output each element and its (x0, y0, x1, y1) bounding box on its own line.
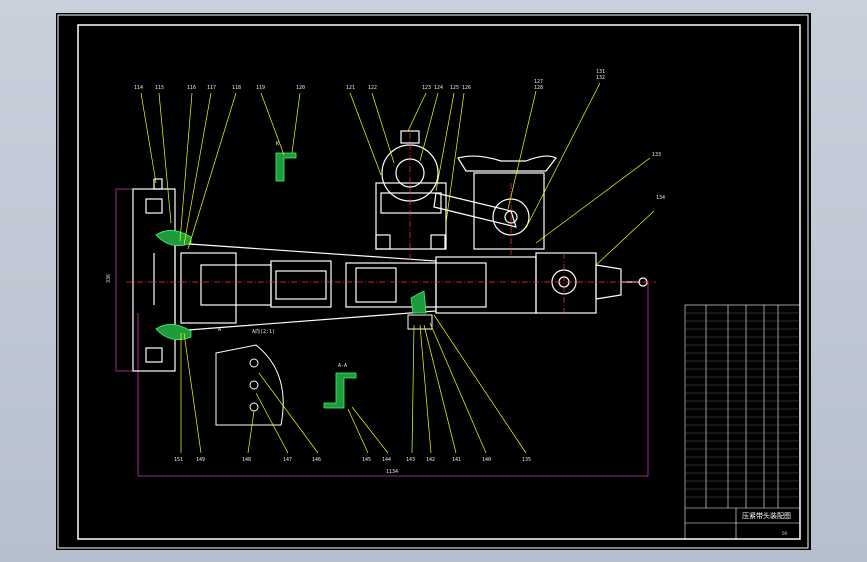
dim-label-vertical: 336 (106, 274, 112, 283)
svg-text:121: 121 (346, 85, 355, 91)
svg-text:134: 134 (656, 195, 665, 201)
svg-text:142: 142 (426, 457, 435, 463)
svg-text:119: 119 (256, 85, 265, 91)
svg-text:135: 135 (522, 457, 531, 463)
svg-text:146: 146 (312, 457, 321, 463)
svg-text:122: 122 (368, 85, 377, 91)
svg-text:118: 118 (232, 85, 241, 91)
clamp-arm (174, 242, 648, 332)
assembly-drawing: 336 1134 (57, 14, 809, 549)
svg-text:148: 148 (242, 457, 251, 463)
view-labels: A K A-A A向(2:1) (218, 141, 347, 369)
svg-text:K: K (276, 141, 279, 147)
svg-text:127: 127 (534, 79, 543, 85)
svg-text:126: 126 (462, 85, 471, 91)
svg-text:144: 144 (382, 457, 391, 463)
svg-text:140: 140 (482, 457, 491, 463)
title-block-sheet: 00 (782, 531, 788, 536)
svg-text:124: 124 (434, 85, 443, 91)
handle-mechanism (433, 155, 557, 250)
parts-list-rows (685, 312, 800, 498)
svg-text:151: 151 (174, 457, 183, 463)
svg-text:125: 125 (450, 85, 459, 91)
svg-text:149: 149 (196, 457, 205, 463)
svg-text:141: 141 (452, 457, 461, 463)
svg-text:A向(2:1): A向(2:1) (252, 328, 275, 335)
dimension-lines (115, 188, 649, 477)
svg-text:147: 147 (283, 457, 292, 463)
svg-text:117: 117 (207, 85, 216, 91)
callouts-right: 133 134 (652, 152, 665, 201)
hatched-sections (155, 152, 427, 409)
inner-frame (77, 24, 801, 540)
svg-text:A: A (218, 327, 221, 333)
svg-text:133: 133 (652, 152, 661, 158)
svg-text:115: 115 (155, 85, 164, 91)
leader-lines (140, 82, 655, 454)
svg-text:123: 123 (422, 85, 431, 91)
svg-text:A-A: A-A (338, 363, 347, 369)
dim-label-horizontal: 1134 (386, 469, 398, 475)
svg-text:128: 128 (534, 85, 543, 91)
svg-text:132: 132 (596, 75, 605, 81)
title-block-title: 压紧带头装配图 (742, 511, 791, 520)
cad-viewport[interactable]: 336 1134 (56, 13, 811, 550)
left-clamp-plate (132, 178, 176, 372)
svg-text:114: 114 (134, 85, 143, 91)
svg-text:116: 116 (187, 85, 196, 91)
svg-text:145: 145 (362, 457, 371, 463)
svg-text:143: 143 (406, 457, 415, 463)
callouts-top: 114 115 116 117 118 119 120 121 122 123 … (134, 69, 605, 91)
outer-frame (57, 14, 809, 549)
upper-housing (375, 130, 447, 250)
svg-text:131: 131 (596, 69, 605, 75)
centerlines (126, 133, 656, 313)
callouts-bottom: 151 149 148 147 146 145 144 143 142 141 … (174, 457, 531, 463)
detail-view-a (215, 344, 284, 426)
parts-list-table (684, 304, 801, 540)
svg-text:120: 120 (296, 85, 305, 91)
